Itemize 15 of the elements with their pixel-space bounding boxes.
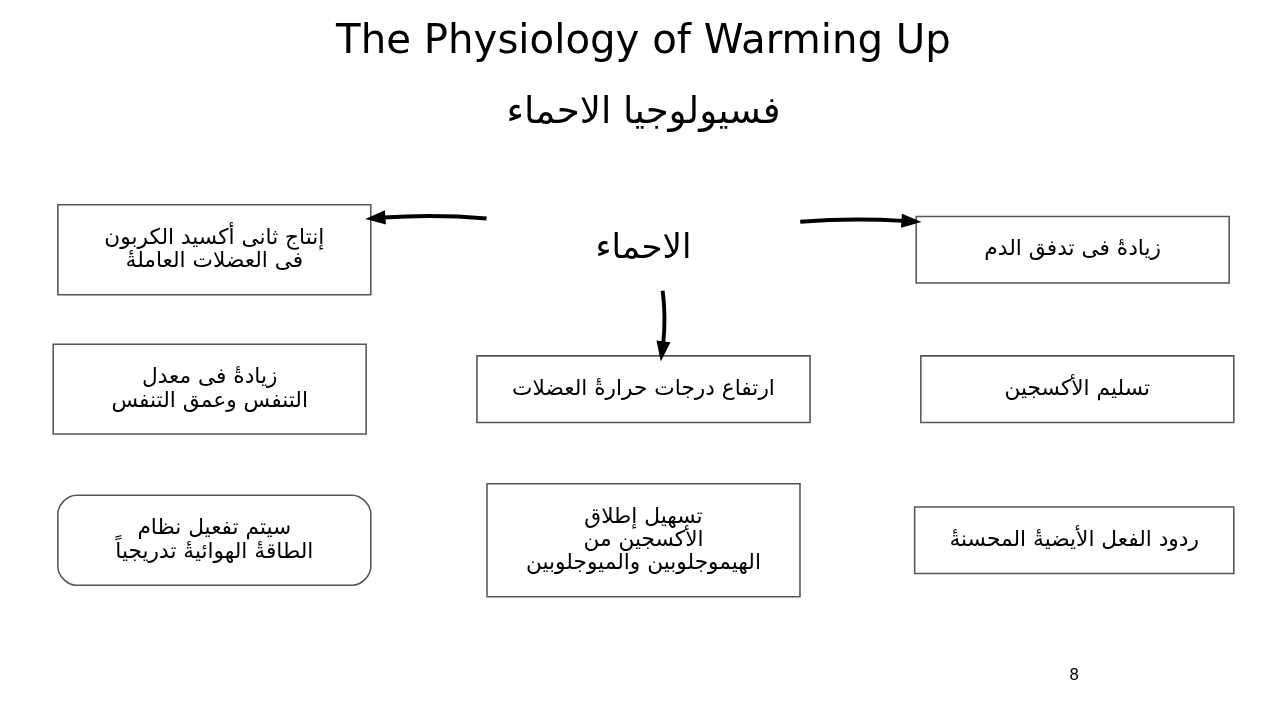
node-text: الاحماء (594, 226, 692, 267)
node-box: تسليم الأكسجين (919, 355, 1235, 424)
node-box: تسهيل إطلاق الأكسجين من الهيموجلوبين والميوجلوبين (485, 482, 801, 598)
node-box: إنتاج ثانى أكسيد الكربون فى العضلات العاملةٔ (56, 204, 372, 296)
diagram-title: The Physiology of Warming Up (335, 15, 951, 62)
node-box: زيادةٔ فى تدفق الدم (914, 215, 1230, 284)
label: 8 (1068, 666, 1079, 685)
arrow (656, 290, 670, 362)
node-box: زيادةٔ فى معدل التنفس وعمق التنفس (51, 343, 367, 435)
node-box: ردود الفعل الأيضيةٔ المحسنةٔ (913, 506, 1235, 575)
node-box: سيتم تفعيل نظام الطاقةٔ الهوائيةٔ تدريجياً (56, 494, 372, 586)
node-box: ارتفاع درجات حرارةٔ العضلات (475, 355, 811, 424)
arrow (799, 213, 922, 228)
label: فسيولوجيا الاحماء (505, 87, 781, 132)
arrow (364, 210, 487, 225)
